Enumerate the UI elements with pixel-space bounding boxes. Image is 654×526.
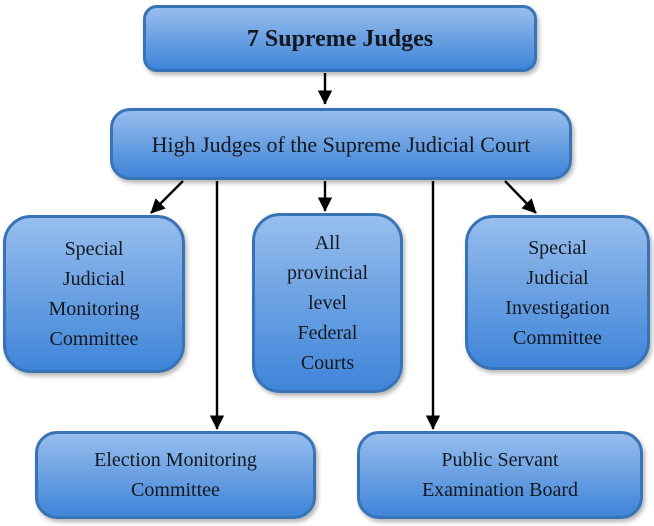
node-supreme-judges: 7 Supreme Judges xyxy=(143,5,537,72)
node-special-judicial-monitoring-committee: Special Judicial Monitoring Committee xyxy=(3,215,185,373)
edge-high-to-monitoring-arrow xyxy=(150,180,184,214)
node-election-monitoring-committee-label: Election Monitoring Committee xyxy=(94,449,257,501)
node-provincial-federal-courts-label: All provincial level Federal Courts xyxy=(286,232,369,374)
node-supreme-judges-label: 7 Supreme Judges xyxy=(246,25,434,52)
edge-high-to-investigation-arrow xyxy=(504,180,537,214)
node-election-monitoring-committee: Election Monitoring Committee xyxy=(35,431,316,519)
node-high-judges: High Judges of the Supreme Judicial Cour… xyxy=(110,108,572,180)
node-provincial-federal-courts: All provincial level Federal Courts xyxy=(252,213,403,393)
node-high-judges-label: High Judges of the Supreme Judicial Cour… xyxy=(151,131,531,157)
node-special-judicial-investigation-committee-label: Special Judicial Investigation Committee xyxy=(505,236,610,349)
node-special-judicial-monitoring-committee-label: Special Judicial Monitoring Committee xyxy=(48,238,140,350)
node-public-servant-examination-board-label: Public Servant Examination Board xyxy=(421,449,579,501)
node-public-servant-examination-board: Public Servant Examination Board xyxy=(357,431,643,519)
node-special-judicial-investigation-committee: Special Judicial Investigation Committee xyxy=(465,215,650,370)
